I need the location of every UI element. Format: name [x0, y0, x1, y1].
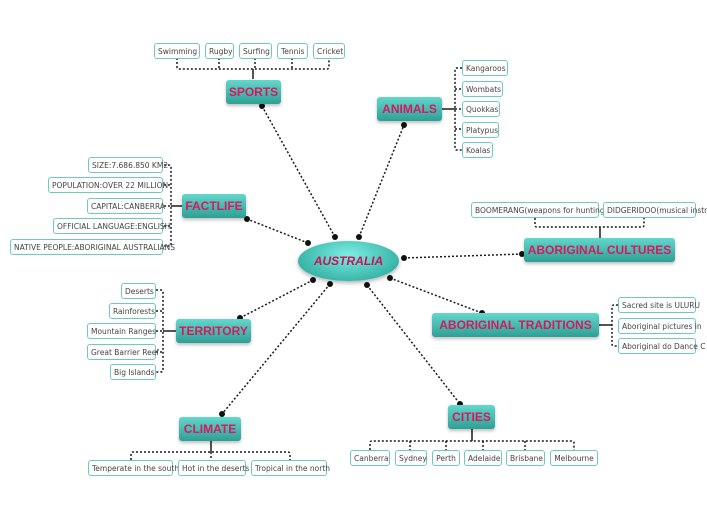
territory-item-great-barrier-reef[interactable]: Great Barrier Reef: [87, 344, 159, 360]
sports-item-surfing[interactable]: Surfing: [239, 43, 272, 59]
cities-item-adelaide[interactable]: Adelaide: [464, 450, 502, 466]
cities-item-sydney[interactable]: Sydney: [395, 450, 427, 466]
cities-item-brisbane[interactable]: Brisbane: [506, 450, 545, 466]
connector-sports: [261, 105, 336, 238]
connector-territory: [239, 279, 314, 319]
connector-cities: [366, 284, 461, 405]
aboriginal-traditions-item-uluru[interactable]: Sacred site is ULURU: [618, 297, 700, 313]
topic-aboriginal-cultures[interactable]: ABORIGINAL CULTURES: [524, 238, 675, 262]
cities-item-canberra[interactable]: Canberra: [350, 450, 390, 466]
animals-item-platypus[interactable]: Platypus: [462, 122, 499, 138]
territory-item-big-islands[interactable]: Big Islands: [110, 364, 156, 380]
factlife-item-native-people[interactable]: NATIVE PEOPLE:ABORIGINAL AUSTRALIANS: [10, 239, 175, 255]
aboriginal-cultures-item-boomerang[interactable]: BOOMERANG(weapons for hunting): [471, 202, 608, 218]
factlife-item-official-language[interactable]: OFFICIAL LANGUAGE:ENGLISH: [53, 218, 170, 234]
territory-item-mountain-ranges[interactable]: Mountain Ranges: [87, 323, 156, 339]
aboriginal-traditions-item-dance[interactable]: Aboriginal do Dance C: [618, 338, 706, 354]
climate-item-tropical[interactable]: Tropical in the north: [251, 460, 330, 476]
sports-item-swimming[interactable]: Swimming: [154, 43, 200, 59]
aboriginal-cultures-item-didgeridoo[interactable]: DIDGERIDOO(musical instr: [603, 202, 707, 218]
central-topic[interactable]: AUSTRALIA: [298, 241, 399, 281]
cities-item-perth[interactable]: Perth: [432, 450, 460, 466]
climate-item-temperate[interactable]: Temperate in the south: [88, 460, 179, 476]
topic-animals[interactable]: ANIMALS: [377, 97, 442, 121]
topic-climate[interactable]: CLIMATE: [179, 417, 241, 441]
sports-item-rugby[interactable]: Rugby: [205, 43, 234, 59]
connector-factlife: [246, 218, 309, 244]
territory-item-rainforests[interactable]: Rainforests: [109, 303, 156, 319]
climate-item-hot[interactable]: Hot in the deserts: [178, 460, 249, 476]
animals-item-quokkas[interactable]: Quokkas: [462, 101, 500, 117]
connector-climate: [221, 283, 331, 415]
animals-item-wombats[interactable]: Wombats: [462, 81, 503, 97]
connector-aboriginal-traditions: [389, 277, 483, 314]
topic-sports[interactable]: SPORTS: [226, 80, 281, 104]
topic-territory[interactable]: TERRITORY: [176, 319, 251, 343]
animals-item-koalas[interactable]: Koalas: [462, 142, 493, 158]
cities-item-melbourne[interactable]: Melbourne: [550, 450, 598, 466]
topic-factlife[interactable]: FACTLIFE: [182, 194, 246, 218]
aboriginal-traditions-item-pictures[interactable]: Aboriginal pictures in: [618, 318, 702, 334]
sports-item-cricket[interactable]: Cricket: [313, 43, 345, 59]
connector-animals: [358, 124, 405, 238]
topic-aboriginal-traditions[interactable]: ABORIGINAL TRADITIONS: [432, 313, 599, 337]
factlife-item-capital[interactable]: CAPITAL:CANBERRA: [87, 198, 165, 214]
factlife-item-population[interactable]: POPULATION:OVER 22 MILLION: [48, 177, 168, 193]
animals-item-kangaroos[interactable]: Kangaroos: [462, 60, 508, 76]
sports-item-tennis[interactable]: Tennis: [277, 43, 308, 59]
factlife-item-size[interactable]: SIZE:7.686.850 KM2: [88, 157, 168, 173]
territory-item-deserts[interactable]: Deserts: [121, 283, 156, 299]
connector-aboriginal-cultures: [403, 253, 523, 259]
topic-cities[interactable]: CITIES: [448, 405, 495, 429]
